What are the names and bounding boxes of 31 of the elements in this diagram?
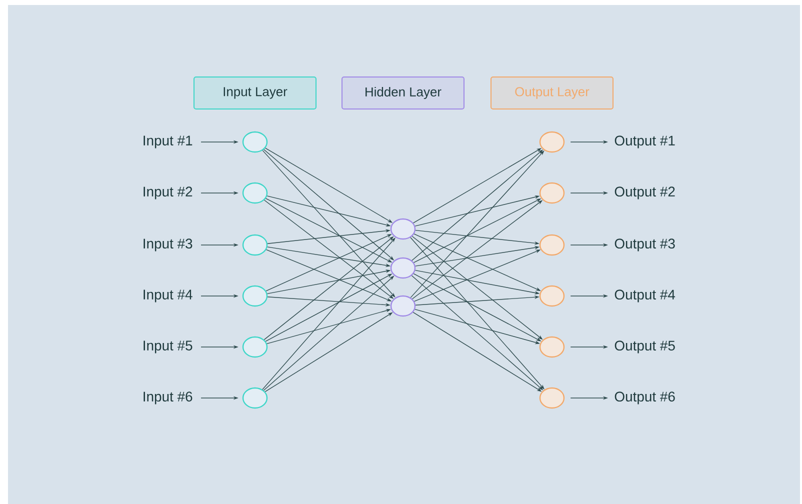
- neuron-circle: [539, 336, 565, 358]
- neuron-circle: [242, 387, 268, 409]
- node-label: Output #1: [614, 136, 675, 148]
- legend-box: Input Layer: [194, 76, 316, 110]
- neuron-circle: [242, 131, 268, 153]
- neuron-circle: [390, 295, 416, 317]
- neuron-circle: [539, 131, 565, 153]
- node-label: Input #3: [144, 238, 192, 252]
- neuron-circle: [242, 182, 268, 204]
- node-label: Input #4: [144, 290, 192, 302]
- node-label: Output #3: [614, 238, 675, 252]
- neuron-circle: [539, 387, 565, 409]
- neuron-circle: [390, 257, 416, 279]
- neuron-circle: [242, 336, 268, 358]
- legend-box: Output Layer: [490, 76, 614, 110]
- node-label: Output #4: [614, 290, 676, 302]
- node-label: Input #5: [144, 340, 192, 354]
- legend-box: Hidden Layer: [342, 76, 464, 110]
- neuron-circle: [539, 285, 565, 307]
- neuron-circle: [539, 182, 565, 204]
- neuron-circle: [242, 285, 268, 307]
- node-label: Output #2: [614, 186, 675, 200]
- node-label: Input #1: [144, 136, 192, 148]
- neuron-circle: [539, 234, 565, 256]
- neuron-circle: [242, 234, 268, 256]
- node-label: Input #2: [144, 186, 192, 200]
- neuron-circle: [390, 218, 416, 240]
- node-label: Output #5: [614, 340, 675, 354]
- node-label: Input #6: [144, 392, 192, 404]
- arrow: [410, 237, 544, 390]
- node-label: Output #6: [614, 392, 675, 404]
